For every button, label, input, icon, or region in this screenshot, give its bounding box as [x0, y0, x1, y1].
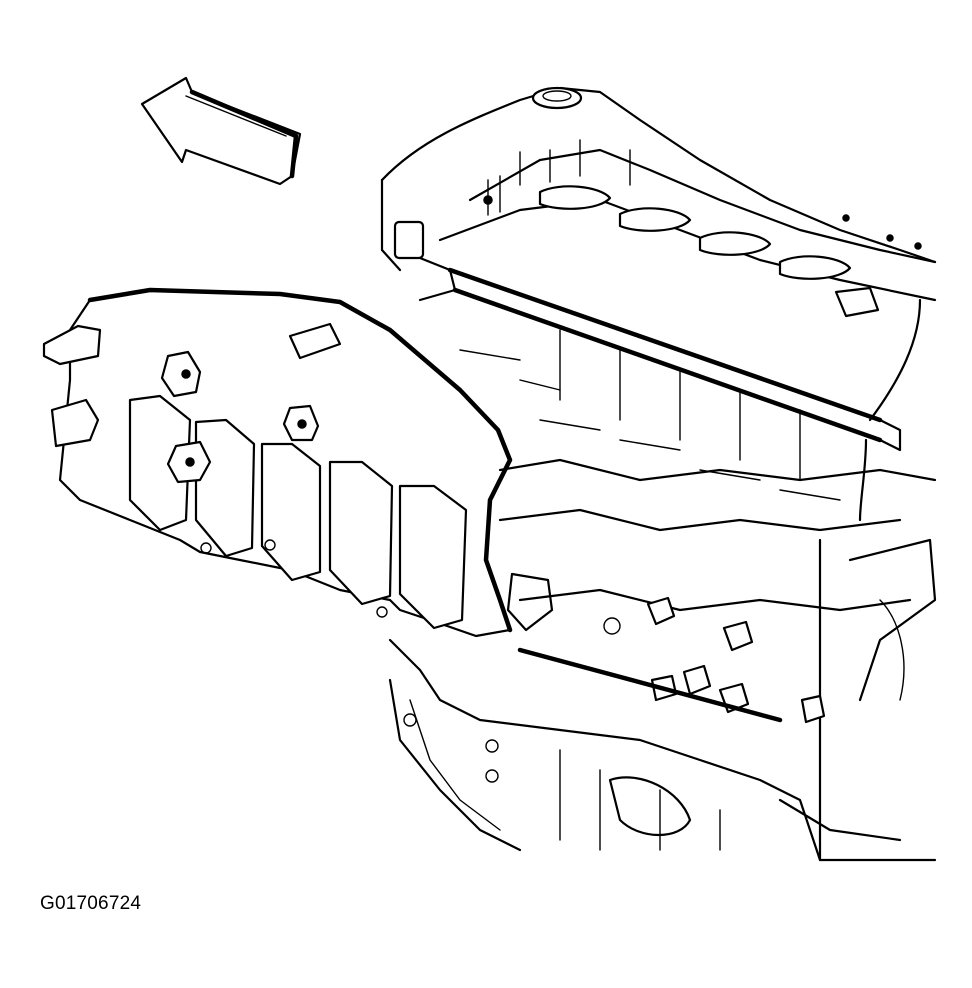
fuel-rail [393, 220, 922, 522]
direction-arrow-icon [140, 76, 302, 186]
intake-manifold [42, 287, 554, 638]
cylinder-head [380, 86, 937, 302]
figure-code: G01706724 [40, 893, 142, 914]
engine-block [388, 329, 937, 862]
